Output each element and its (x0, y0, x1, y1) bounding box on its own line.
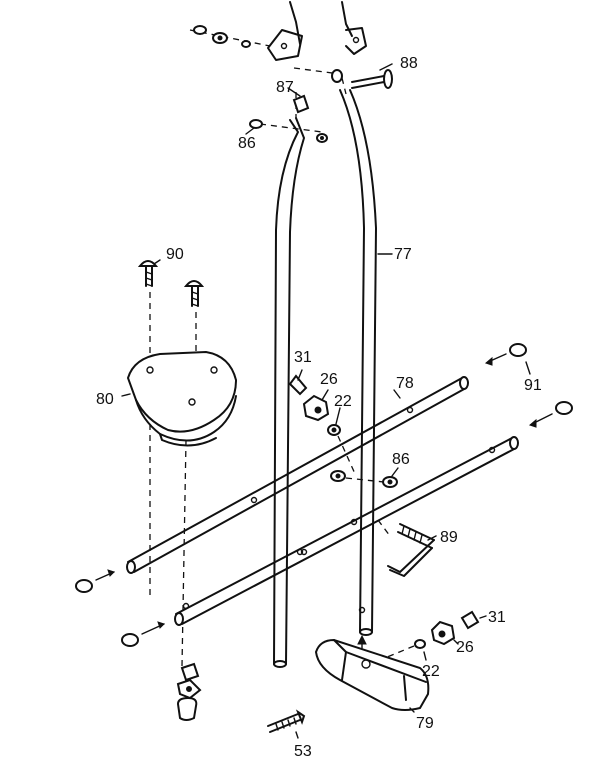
knob-26-upper (302, 394, 330, 422)
label-53: 53 (294, 743, 312, 760)
end-cap-91-lower (528, 401, 573, 428)
label-77: 77 (394, 246, 412, 263)
upright-frame-77 (273, 89, 377, 668)
top-bracket-assembly (189, 1, 367, 133)
washer-22-lower (414, 639, 426, 649)
cap-top-right (331, 69, 343, 83)
top-washers (193, 25, 251, 48)
label-88: 88 (400, 55, 418, 72)
label-80: 80 (96, 391, 114, 408)
label-78: 78 (396, 375, 414, 392)
nut-86-upper (249, 119, 328, 143)
crossbar-lower (174, 436, 519, 626)
end-cap-left-upper (75, 569, 115, 593)
bolt-90-right (183, 280, 205, 307)
bolt-90-left (137, 260, 159, 287)
label-86-lower: 86 (392, 451, 410, 468)
label-86-upper: 86 (238, 135, 256, 152)
cap-87 (292, 94, 310, 114)
label-22-lower: 22 (422, 663, 440, 680)
foot-cap-bottom-left (176, 662, 202, 721)
end-cap-91-upper (484, 343, 527, 366)
nut-86-lower (330, 470, 398, 488)
label-87: 87 (276, 79, 294, 96)
seat-80 (126, 350, 238, 447)
screw-53 (267, 709, 306, 733)
label-31-lower: 31 (488, 609, 506, 626)
label-79: 79 (416, 715, 434, 732)
knob-31-upper (288, 374, 308, 396)
label-26-lower: 26 (456, 639, 474, 656)
label-31-upper: 31 (294, 349, 312, 366)
bolt-88 (351, 63, 393, 89)
washer-22-upper (327, 424, 341, 436)
label-22-upper: 22 (334, 393, 352, 410)
l-bolt-89 (377, 519, 435, 577)
label-91: 91 (524, 377, 542, 394)
knob-31-lower (460, 610, 480, 630)
leader-lines (121, 87, 531, 739)
end-cap-left-lower (121, 621, 165, 647)
crossbar-78 (126, 376, 469, 574)
foot-79 (314, 634, 430, 711)
label-26-upper: 26 (320, 371, 338, 388)
knob-26-lower (430, 620, 456, 646)
label-89: 89 (440, 529, 458, 546)
label-90: 90 (166, 246, 184, 263)
